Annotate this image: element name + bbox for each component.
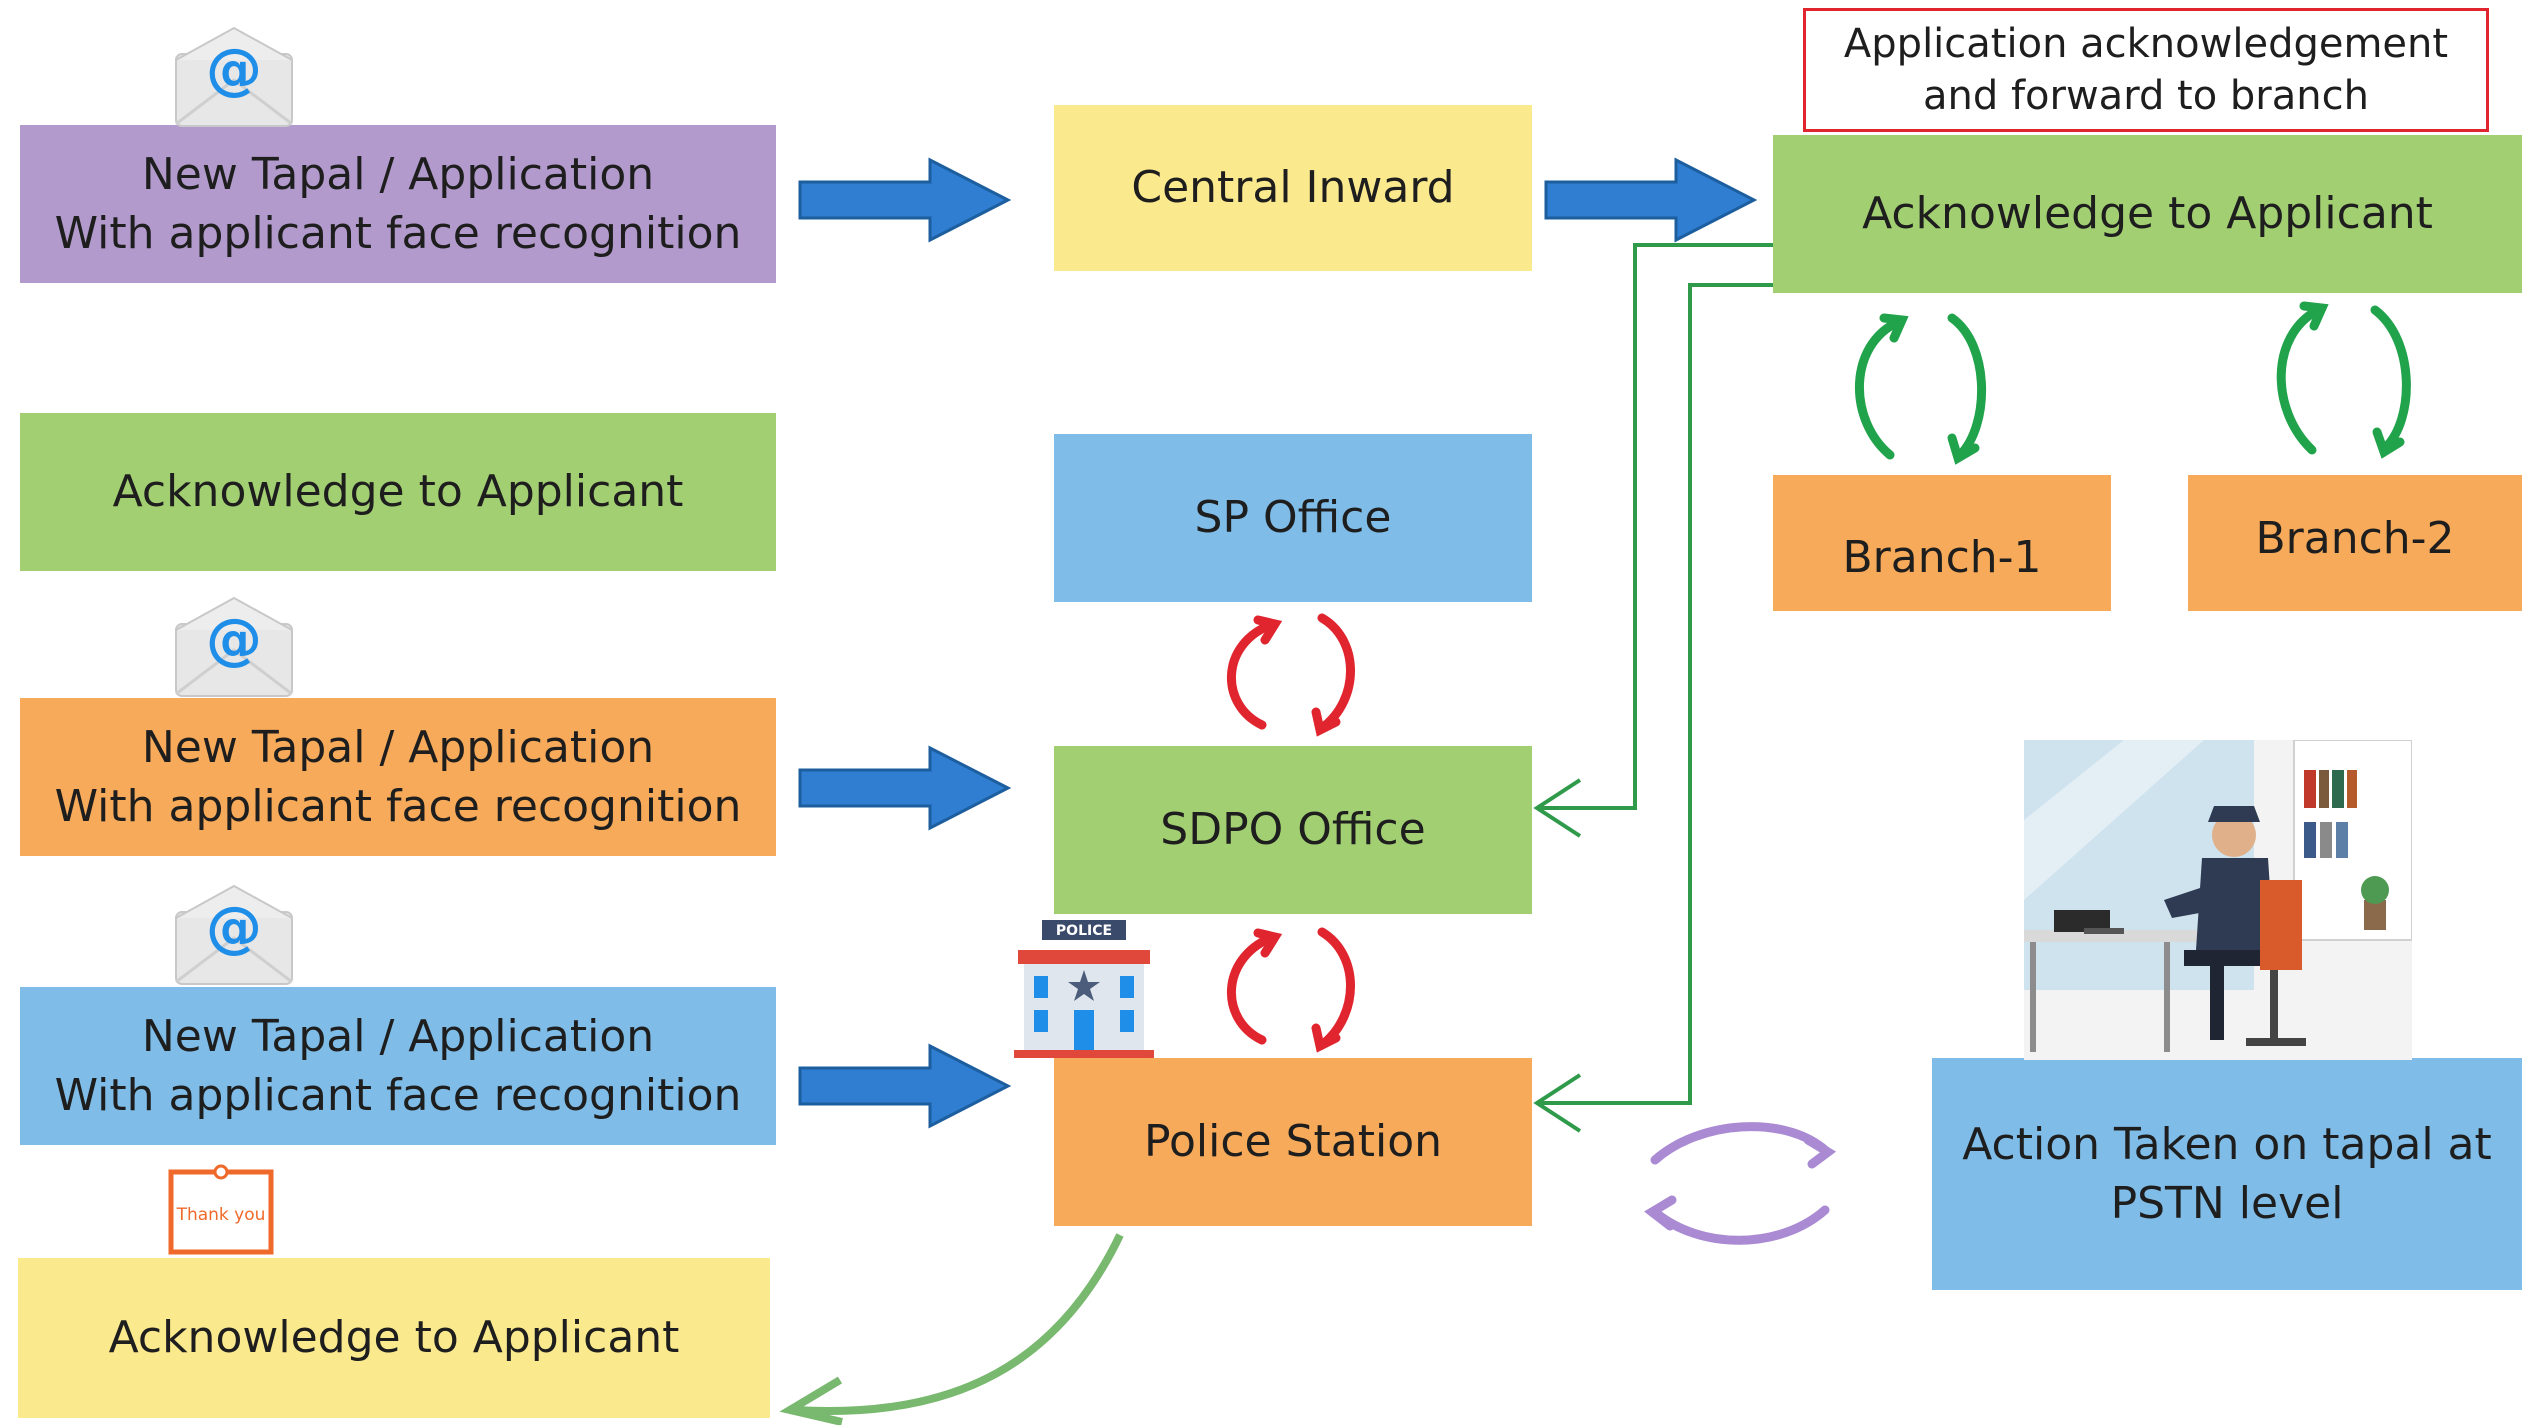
new-tapal-box-1: New Tapal / Application With applicant f… <box>20 125 776 283</box>
thank-you-card-icon: Thank you <box>168 1164 274 1255</box>
central-inward-box: Central Inward <box>1054 105 1532 271</box>
branch-2-label: Branch-2 <box>2255 513 2455 565</box>
sp-office-label: SP Office <box>1194 492 1392 544</box>
police-station-box: Police Station <box>1054 1058 1532 1226</box>
sp-office-box: SP Office <box>1054 434 1532 602</box>
action-taken-box: Action Taken on tapal at PSTN level <box>1932 1058 2522 1290</box>
application-ack-note: Application acknowledgement and forward … <box>1803 8 2489 132</box>
cycle-icon-branch-2 <box>2276 301 2411 459</box>
new-tapal-box-3: New Tapal / Application With applicant f… <box>20 987 776 1145</box>
email-icon-1: @ <box>175 26 293 127</box>
new-tapal-label-2: New Tapal / Application With applicant f… <box>54 721 742 832</box>
email-icon-1-glyph: @ <box>206 37 262 102</box>
branch-2-box: Branch-2 <box>2188 475 2522 611</box>
police-station-label: Police Station <box>1143 1116 1442 1168</box>
ack-applicant-box-left: Acknowledge to Applicant <box>20 413 776 571</box>
branch-1-box: Branch-1 <box>1773 475 2111 611</box>
new-tapal-label-3: New Tapal / Application With applicant f… <box>54 1010 742 1121</box>
sdpo-office-box: SDPO Office <box>1054 746 1532 914</box>
block-arrow-1 <box>798 157 1012 243</box>
new-tapal-label-1: New Tapal / Application With applicant f… <box>54 148 742 259</box>
block-arrow-3 <box>798 745 1012 831</box>
email-icon-3: @ <box>175 884 293 985</box>
cycle-icon-sdpo-police <box>1226 927 1355 1053</box>
sdpo-office-label: SDPO Office <box>1160 804 1426 856</box>
connector-police-to-ack-curve <box>794 1233 1124 1415</box>
email-icon-2-glyph: @ <box>206 607 262 672</box>
connector-police-to-ack-head <box>779 1376 843 1425</box>
connector-ack-to-sdpo-head <box>1533 778 1582 838</box>
ack-applicant-label-top: Acknowledge to Applicant <box>1862 188 2433 240</box>
connector-ack-to-police-station <box>1540 283 1775 1105</box>
action-taken-label: Action Taken on tapal at PSTN level <box>1962 1118 2492 1229</box>
ack-applicant-label-bottom: Acknowledge to Applicant <box>108 1312 680 1364</box>
email-icon-3-glyph: @ <box>206 895 262 960</box>
ack-applicant-box-bottom: Acknowledge to Applicant <box>18 1258 770 1418</box>
ack-applicant-label-left: Acknowledge to Applicant <box>112 466 684 518</box>
cycle-icon-branch-1 <box>1855 313 1986 465</box>
application-ack-note-text: Application acknowledgement and forward … <box>1843 21 2449 119</box>
branch-1-label: Branch-1 <box>1842 532 2042 584</box>
block-arrow-4 <box>798 1043 1012 1129</box>
officer-at-desk-illustration <box>2024 740 2412 1060</box>
cycle-icon-police-action <box>1644 1122 1837 1245</box>
ack-applicant-box-top: Acknowledge to Applicant <box>1773 135 2522 293</box>
police-station-building-icon: POLICE <box>1014 920 1154 1058</box>
block-arrow-2 <box>1544 157 1758 243</box>
connector-ack-to-police-head <box>1533 1073 1582 1133</box>
new-tapal-box-2: New Tapal / Application With applicant f… <box>20 698 776 856</box>
email-icon-2: @ <box>175 596 293 697</box>
central-inward-label: Central Inward <box>1131 162 1455 214</box>
connector-ack-to-sdpo <box>1540 243 1775 810</box>
cycle-icon-sp-sdpo <box>1226 613 1355 737</box>
police-sign-text: POLICE <box>1056 923 1112 939</box>
thank-you-card-text: Thank you <box>176 1205 266 1225</box>
